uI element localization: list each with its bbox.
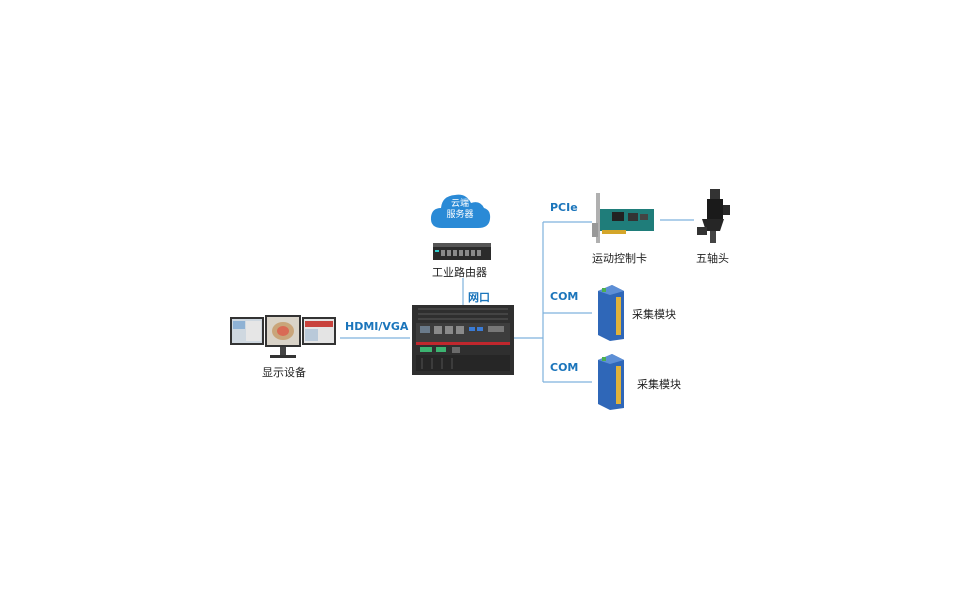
cloud-label-line2: 服务器 bbox=[446, 210, 474, 220]
monitor-icon bbox=[230, 315, 336, 361]
industrial-pc-icon bbox=[412, 305, 514, 375]
five-axis-label: 五轴头 bbox=[696, 252, 729, 265]
network-link-label: 网口 bbox=[468, 291, 490, 304]
display-label: 显示设备 bbox=[262, 366, 306, 379]
five-axis-head-icon bbox=[694, 189, 732, 245]
motion-card-label: 运动控制卡 bbox=[592, 252, 647, 265]
pcie-link-label: PCIe bbox=[550, 201, 578, 214]
cloud-icon bbox=[430, 194, 491, 228]
com-link-label-2: COM bbox=[550, 361, 579, 374]
acquisition-module-label-2: 采集模块 bbox=[637, 378, 681, 391]
acquisition-module-label-1: 采集模块 bbox=[632, 308, 676, 321]
motion-card-icon bbox=[592, 193, 658, 247]
router-icon bbox=[433, 243, 491, 260]
acquisition-module-icon-2 bbox=[594, 354, 626, 410]
cloud-label-line1: 云端 bbox=[450, 199, 469, 209]
router-label: 工业路由器 bbox=[432, 266, 487, 279]
com-link-label-1: COM bbox=[550, 290, 579, 303]
acquisition-module-icon-1 bbox=[594, 285, 626, 341]
video-link-label: HDMI/VGA bbox=[345, 320, 409, 333]
cloud-server: 云端 服务器 bbox=[428, 188, 492, 232]
